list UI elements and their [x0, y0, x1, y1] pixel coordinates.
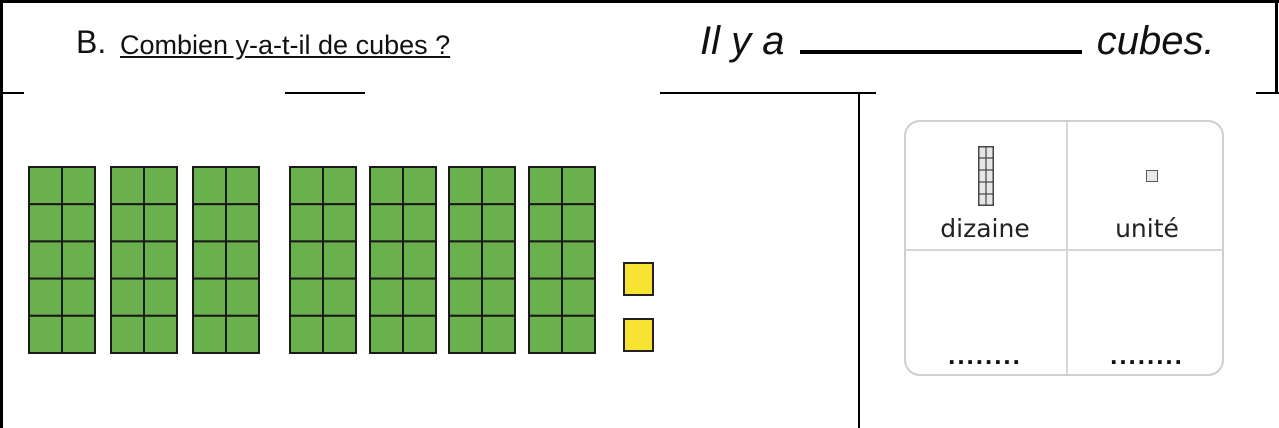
ten-rod	[289, 166, 357, 354]
header-divider-mid	[285, 92, 365, 94]
table-row-separator	[906, 249, 1222, 251]
exercise-letter: B.	[76, 24, 107, 60]
ten-rod-icon	[978, 146, 994, 206]
header-divider-right	[660, 92, 876, 94]
ten-rod	[192, 166, 260, 354]
col-tens-label: dizaine	[940, 214, 1030, 243]
units-answer-field[interactable]: ........	[1110, 340, 1184, 370]
tens-answer-field[interactable]: ........	[948, 340, 1022, 370]
col-units-label: unité	[1115, 214, 1179, 243]
ten-rod	[528, 166, 596, 354]
place-value-table: dizaine unité ........ ........	[904, 120, 1224, 376]
ten-rod	[28, 166, 96, 354]
ten-rod	[369, 166, 437, 354]
unit-cube	[623, 262, 654, 296]
answer-prefix: Il y a	[700, 19, 785, 63]
ten-rod	[110, 166, 178, 354]
frame-left	[0, 0, 3, 428]
frame-top	[0, 0, 1279, 3]
answer-blank[interactable]	[799, 16, 1082, 54]
ten-rod	[448, 166, 516, 354]
answer-sentence: Il y a cubes.	[700, 16, 1215, 66]
unit-cube-icon	[1146, 170, 1158, 182]
column-divider	[858, 92, 860, 428]
frame-right	[1275, 0, 1278, 94]
header-divider-left	[0, 92, 24, 94]
header-divider-end	[1256, 92, 1279, 94]
answer-suffix: cubes.	[1096, 19, 1215, 63]
table-column-separator	[1066, 122, 1068, 374]
exercise-question: Combien y-a-t-il de cubes ?	[120, 30, 451, 60]
unit-cube	[623, 318, 654, 352]
